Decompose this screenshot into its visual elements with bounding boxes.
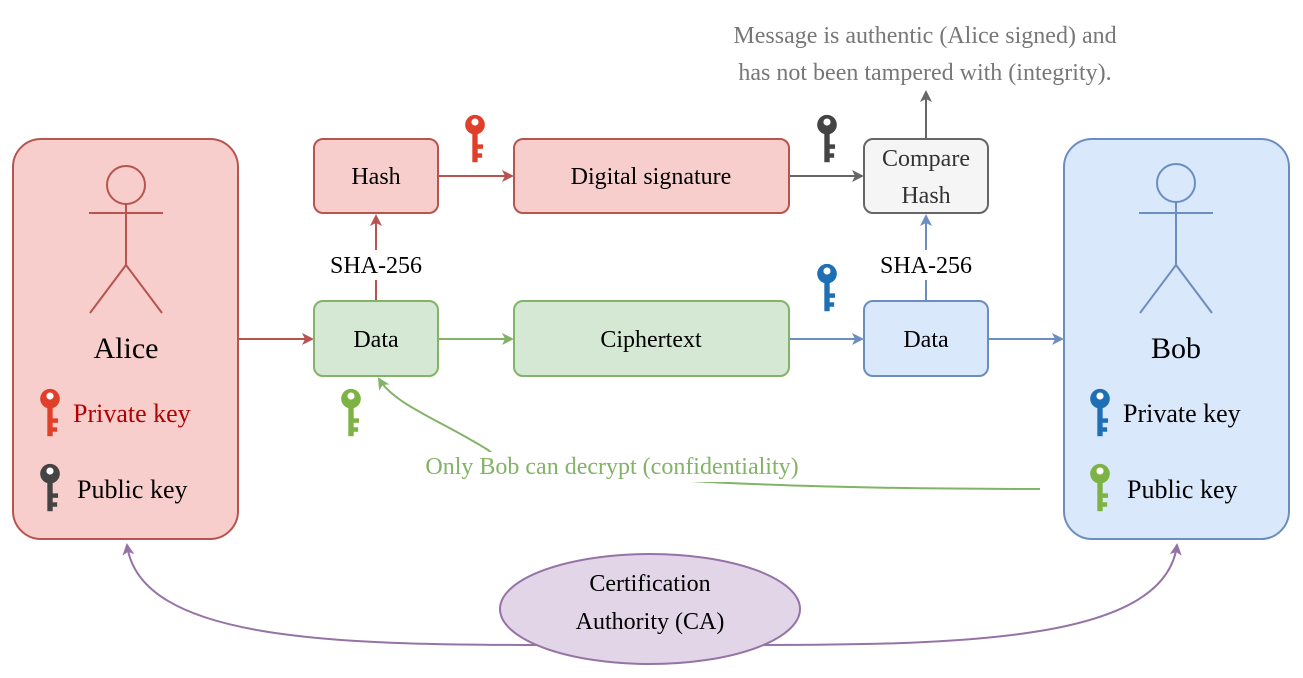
ca-label-line1: Certification xyxy=(589,571,710,597)
compare-hash-box: Compare Hash xyxy=(863,138,989,214)
certification-authority: Certification Authority (CA) xyxy=(499,553,801,665)
data-alice-label: Data xyxy=(353,327,399,353)
sha-label-right: SHA-256 xyxy=(870,250,982,280)
compare-label-line2: Hash xyxy=(901,183,950,209)
decrypt-key-icon xyxy=(817,263,837,312)
integrity-note: Message is authentic (Alice signed) and … xyxy=(733,23,1116,86)
signing-key-icon xyxy=(465,114,485,163)
bob-name: Bob xyxy=(1151,332,1201,365)
sha-label-left: SHA-256 xyxy=(320,250,432,280)
alice-public-key-label: Public key xyxy=(77,475,188,504)
integrity-note-line2: has not been tampered with (integrity). xyxy=(738,60,1111,86)
compare-label-line1: Compare xyxy=(882,146,970,172)
confidentiality-label: Only Bob can decrypt (confidentiality) xyxy=(396,452,828,482)
ca-label-line2: Authority (CA) xyxy=(576,609,725,635)
bob-public-key-label: Public key xyxy=(1127,475,1238,504)
arrow-ca-to-alice xyxy=(122,543,546,646)
arrow-ca-to-bob xyxy=(754,543,1182,646)
ciphertext-box: Ciphertext xyxy=(513,300,790,377)
hash-label: Hash xyxy=(351,164,400,190)
alice-actor-icon xyxy=(89,165,163,314)
svg-text:SHA-256: SHA-256 xyxy=(880,253,972,279)
bob-actor-icon xyxy=(1139,163,1213,314)
encrypt-key-icon xyxy=(341,388,361,437)
digital-signature-label: Digital signature xyxy=(571,164,732,190)
digital-signature-box: Digital signature xyxy=(513,138,790,214)
ciphertext-label: Ciphertext xyxy=(600,327,702,353)
data-bob-label: Data xyxy=(903,327,949,353)
alice-private-key-label: Private key xyxy=(73,399,191,428)
svg-text:Only Bob can decrypt (confiden: Only Bob can decrypt (confidentiality) xyxy=(425,454,798,480)
data-box-bob: Data xyxy=(863,300,989,377)
bob-private-key-label: Private key xyxy=(1123,399,1241,428)
alice-panel: Alice Private key Public key xyxy=(12,138,239,540)
hash-box: Hash xyxy=(313,138,439,214)
data-box-alice: Data xyxy=(313,300,439,377)
alice-name: Alice xyxy=(94,332,159,365)
bob-panel: Bob Private key Public key xyxy=(1063,138,1290,540)
integrity-note-line1: Message is authentic (Alice signed) and xyxy=(733,23,1116,49)
svg-text:SHA-256: SHA-256 xyxy=(330,253,422,279)
verify-key-icon xyxy=(817,114,837,163)
